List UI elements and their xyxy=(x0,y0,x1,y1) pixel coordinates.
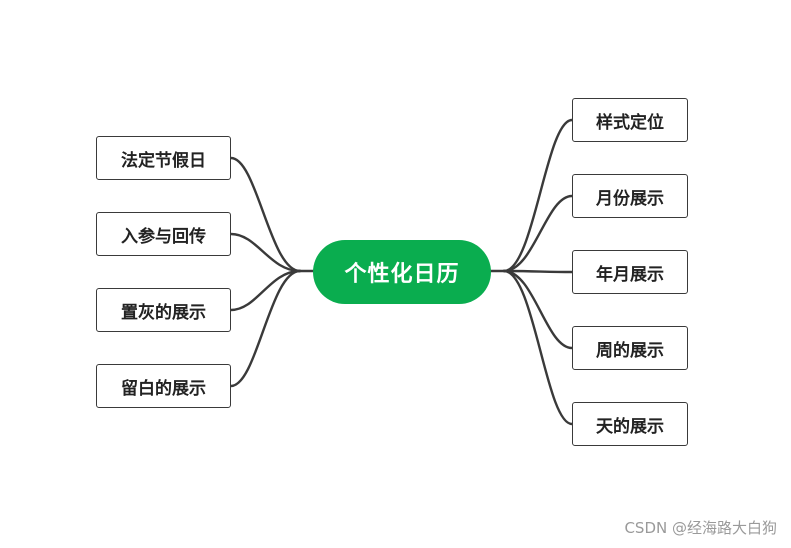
connector-right-3 xyxy=(502,269,574,350)
branch-right-style: 样式定位 xyxy=(572,98,688,142)
central-topic: 个性化日历 xyxy=(313,240,491,304)
connector-left-2 xyxy=(229,269,302,312)
connector-left-1 xyxy=(229,232,302,273)
connector-right-0 xyxy=(502,118,574,273)
branch-right-day: 天的展示 xyxy=(572,402,688,446)
branch-right-week: 周的展示 xyxy=(572,326,688,370)
branch-left-grayed: 置灰的展示 xyxy=(96,288,231,332)
connector-right-1 xyxy=(502,194,574,273)
connector-left-0 xyxy=(229,156,302,273)
branch-left-holidays: 法定节假日 xyxy=(96,136,231,180)
connector-right-2 xyxy=(502,269,574,274)
branch-left-params: 入参与回传 xyxy=(96,212,231,256)
branch-right-year-month: 年月展示 xyxy=(572,250,688,294)
watermark-text: CSDN @经海路大白狗 xyxy=(624,519,777,537)
branch-right-month: 月份展示 xyxy=(572,174,688,218)
branch-left-blank: 留白的展示 xyxy=(96,364,231,408)
connector-left-3 xyxy=(229,269,302,388)
connector-right-4 xyxy=(502,269,574,426)
